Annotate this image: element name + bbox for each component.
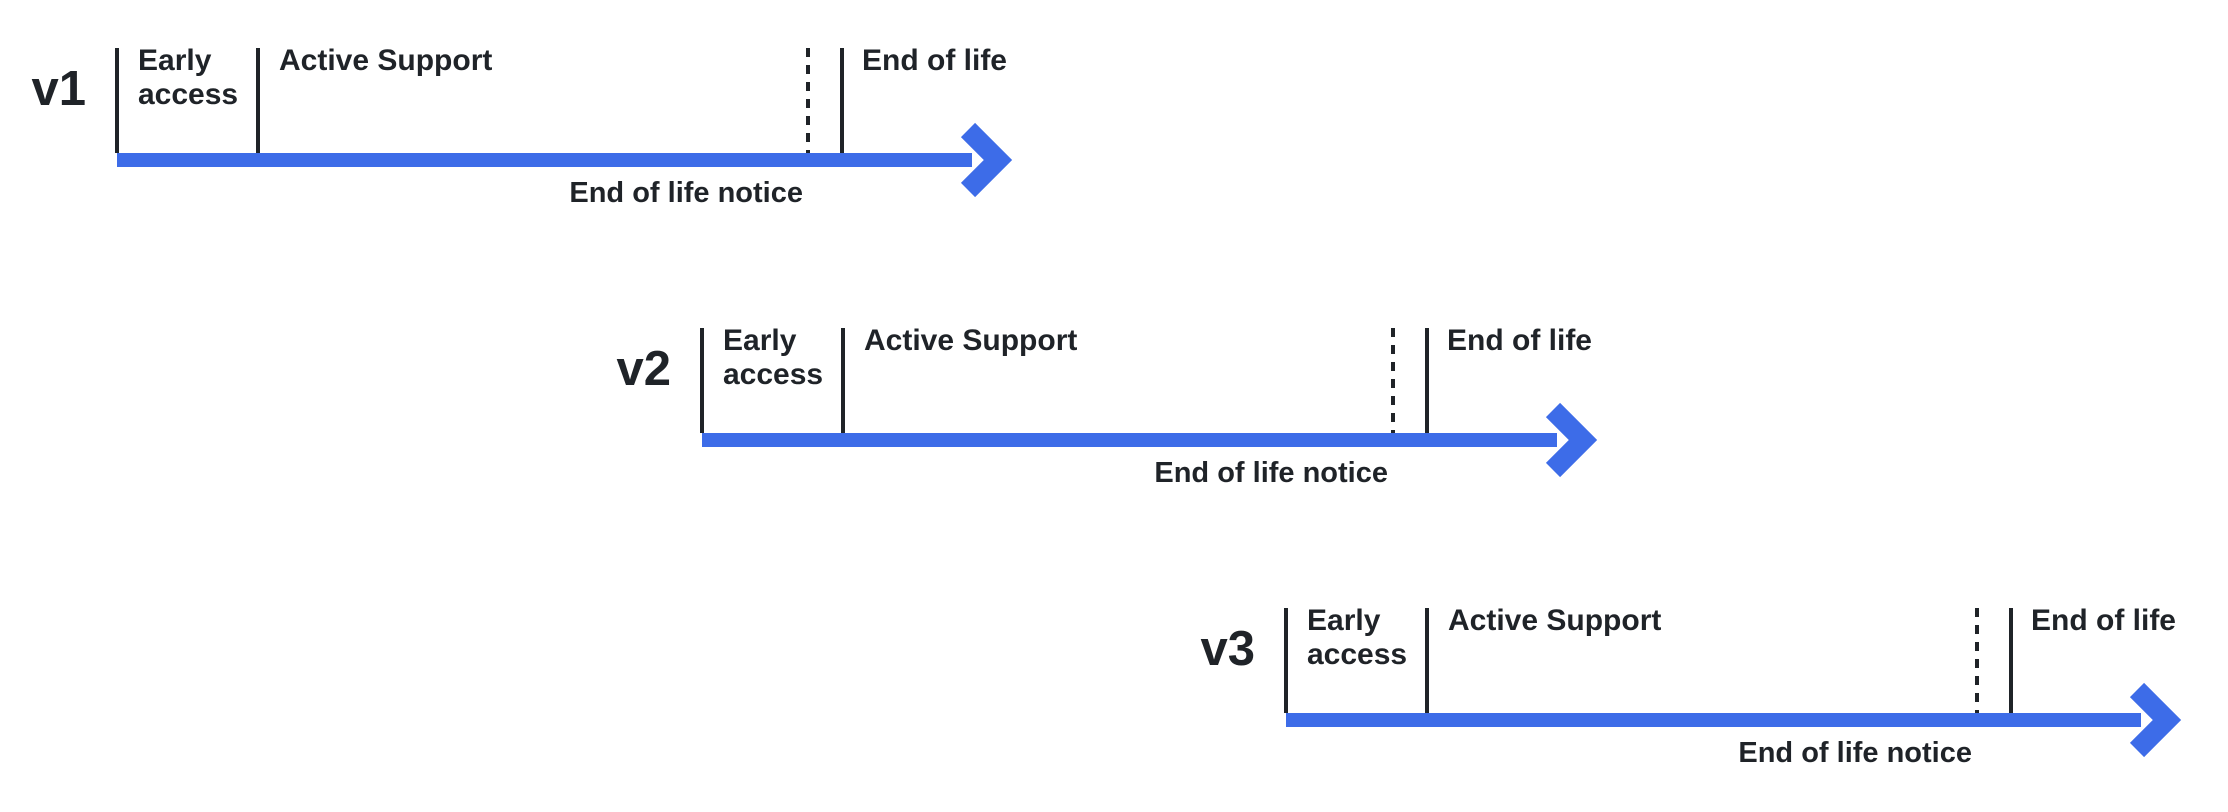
end-of-life-tick bbox=[840, 48, 844, 153]
active-support-start-tick bbox=[1425, 608, 1429, 713]
arrow-shaft bbox=[702, 433, 1557, 447]
version-label: v2 bbox=[616, 342, 671, 396]
timeline-arrow bbox=[1286, 682, 2182, 758]
early-access-start-tick bbox=[115, 48, 119, 153]
arrow-shaft bbox=[1286, 713, 2141, 727]
end-of-life-tick bbox=[2009, 608, 2013, 713]
early-access-start-tick bbox=[700, 328, 704, 433]
early-access-label: Early access bbox=[723, 324, 824, 391]
end-of-life-label: End of life bbox=[2031, 604, 2176, 637]
end-of-life-tick bbox=[1425, 328, 1429, 433]
timeline-arrow bbox=[117, 122, 1013, 198]
arrow-head bbox=[1545, 402, 1598, 478]
end-of-life-label: End of life bbox=[862, 44, 1007, 77]
end-of-life-notice-label: End of life notice bbox=[569, 177, 803, 209]
early-access-label: Early access bbox=[138, 44, 239, 111]
active-support-start-tick bbox=[256, 48, 260, 153]
eol-notice-dashed-tick bbox=[1391, 328, 1395, 433]
version-label: v3 bbox=[1200, 622, 1255, 676]
arrow-head bbox=[960, 122, 1013, 198]
arrow-shaft bbox=[117, 153, 972, 167]
end-of-life-label: End of life bbox=[1447, 324, 1592, 357]
active-support-label: Active Support bbox=[864, 324, 1078, 357]
arrow-head bbox=[2129, 682, 2182, 758]
early-access-label: Early access bbox=[1307, 604, 1408, 671]
eol-notice-dashed-tick bbox=[1975, 608, 1979, 713]
eol-notice-dashed-tick bbox=[806, 48, 810, 153]
early-access-start-tick bbox=[1284, 608, 1288, 713]
active-support-label: Active Support bbox=[279, 44, 493, 77]
end-of-life-notice-label: End of life notice bbox=[1738, 737, 1972, 769]
active-support-label: Active Support bbox=[1448, 604, 1662, 637]
version-label: v1 bbox=[31, 62, 86, 116]
end-of-life-notice-label: End of life notice bbox=[1154, 457, 1388, 489]
timeline-arrow bbox=[702, 402, 1598, 478]
active-support-start-tick bbox=[841, 328, 845, 433]
